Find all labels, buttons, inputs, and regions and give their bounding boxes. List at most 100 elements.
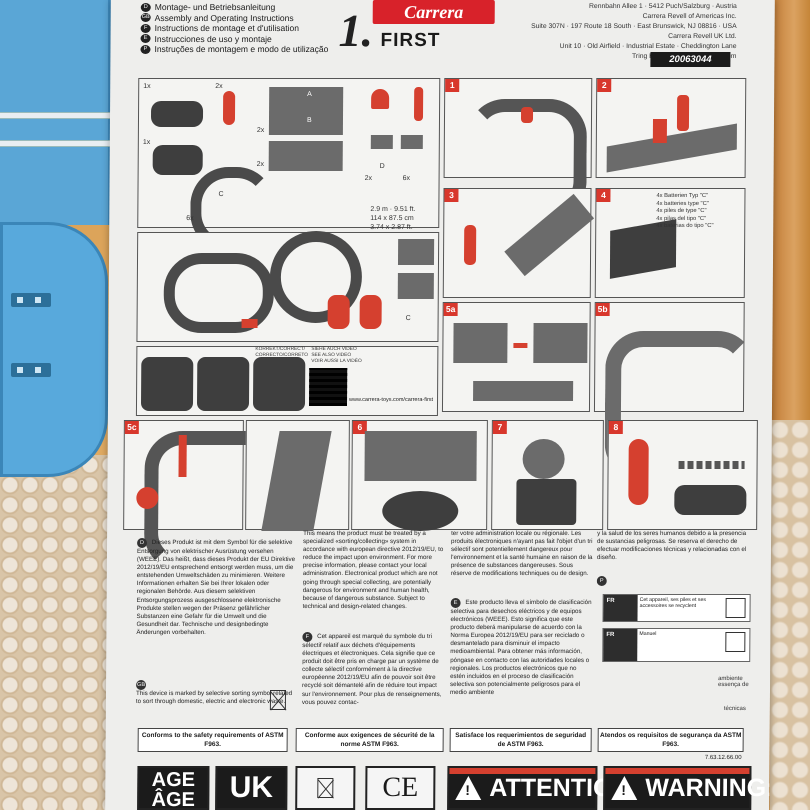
battery-cover-illustration [382, 491, 459, 531]
text-spanish: E Este producto lleva el símbolo de clas… [449, 598, 592, 696]
connector-part [400, 135, 423, 149]
layout-dimensions: 2.9 m · 9.51 ft. 114 x 87.5 cm 3.74 x 2.… [370, 206, 416, 231]
connection-highlight [520, 107, 534, 123]
wooden-surface [770, 0, 810, 420]
step-2-panel: 2 [595, 78, 747, 178]
step-badge: 7 [492, 421, 507, 434]
sticker-sheet-illustration [453, 323, 508, 363]
step-5c-detail-panel [245, 420, 350, 531]
astm-notice-en: Conforms to the safety requirements of A… [137, 728, 288, 752]
logo-number: 1. [338, 5, 374, 56]
guide-post-part [178, 435, 187, 477]
step-5b-panel: 5b [593, 302, 756, 481]
controller-illustration [222, 91, 236, 125]
controller-illustration [628, 439, 649, 505]
step-6-panel: 6 [351, 420, 488, 531]
lane-change-part [359, 295, 382, 329]
step-5c-panel: 5c [123, 420, 285, 571]
step-badge: 8 [608, 421, 623, 434]
step-badge: 5a [443, 303, 458, 316]
video-note: SIEHE AUCH VIDEO SEE ALSO VIDEO VOIR AUS… [311, 347, 362, 364]
track-rail [0, 140, 112, 147]
race-car-illustration [150, 101, 204, 127]
text-french-2: ter votre administration locale ou régio… [450, 530, 593, 578]
track-slot [11, 363, 51, 377]
car-grille-illustration [516, 479, 577, 525]
astm-notice-fr: Conforme aux exigences de sécurité de la… [295, 728, 444, 752]
weee-symbol-box [295, 766, 356, 810]
race-car-illustration [674, 485, 747, 515]
recycle-bin-icon [725, 632, 746, 652]
car-incorrect-illustration [196, 357, 250, 411]
track-layout-panel: 2.9 m · 9.51 ft. 114 x 87.5 cm 3.74 x 2.… [136, 206, 440, 342]
correct-usage-panel: KORREKT/CORRECT/ CORRECTO/CORRETO SIEHE … [135, 346, 439, 416]
race-car-illustration [152, 145, 203, 175]
step-badge: 1 [445, 79, 460, 92]
track-slot [11, 293, 51, 307]
blue-track-piece [0, 0, 112, 225]
step-1-panel: 1 [443, 78, 593, 219]
step-badge: 4 [596, 189, 611, 202]
age-warning-box: AGE ÂGE [137, 766, 210, 810]
straight-track-illustration [268, 87, 344, 135]
guide-post-part [413, 87, 424, 121]
text-french: F Cet appareil est marqué du symbole du … [301, 632, 442, 706]
step-badge: 5b [595, 303, 610, 316]
video-qr-code[interactable] [308, 368, 348, 406]
carrera-logo: Carrera [372, 0, 495, 24]
power-unit-illustration [364, 431, 477, 481]
bubble-wrap-right [770, 420, 810, 810]
step-8-panel: 8 [607, 420, 758, 530]
motion-arrow [678, 461, 745, 469]
ce-mark-box: CE [365, 766, 436, 810]
text-spanish-2: y la salud de los seres humanos debido a… [596, 530, 747, 562]
battery-info: 4x Batterien Typ "C" 4x batteries type "… [656, 193, 714, 229]
video-url[interactable]: www.carrera-toys.com/carrera-first [349, 397, 434, 403]
sticker-sheet-illustration [533, 323, 588, 363]
step-5a-panel: 5a [441, 302, 591, 412]
sticker-placement [473, 381, 574, 401]
recycling-row: FR Cet appareil, ses piles et ses access… [602, 594, 751, 622]
step-4-panel: 4 4x Batterien Typ "C" 4x batteries type… [594, 188, 746, 298]
connector-part [370, 135, 393, 149]
detail-thumbnail [397, 239, 435, 265]
track-piece-illustration [504, 193, 595, 277]
lane-change-part [136, 487, 159, 509]
controller-illustration [463, 225, 477, 265]
track-close-up [261, 431, 332, 531]
lane-change-part [371, 89, 390, 109]
print-code: 7.63.12.66.00 [704, 755, 742, 761]
step-badge: 3 [444, 189, 459, 202]
part-number: 20063044 [650, 52, 731, 67]
astm-notice-pt: Atendos os requisitos de segurança da AS… [597, 728, 744, 752]
step-badge: 2 [597, 79, 612, 92]
driver-figure [522, 439, 565, 479]
first-logo: FIRST [380, 30, 441, 51]
recycling-row: FR Manuel [602, 628, 751, 662]
uk-mark-box: UK [215, 766, 288, 810]
weee-bin-icon [269, 690, 287, 710]
guard-rail-piece [652, 119, 667, 143]
step-7-panel: 7 [491, 420, 604, 530]
straight-track-illustration [268, 141, 343, 171]
attention-box: ! ATTENTION: [447, 766, 639, 810]
weee-bin-icon [317, 778, 334, 798]
blue-curve-track [0, 222, 108, 477]
step-3-panel: 3 [442, 188, 595, 298]
astm-notice-es: Satisface los requerimientos de segurida… [449, 728, 592, 752]
detail-thumbnail [397, 273, 434, 299]
text-german: D Dieses Produkt ist mit dem Symbol für … [136, 538, 296, 636]
lane-marker [676, 95, 690, 131]
step-badge: 5c [124, 421, 139, 434]
text-portuguese-head: P [596, 576, 637, 592]
track-section-illustration [606, 123, 737, 173]
car-incorrect-illustration [140, 357, 194, 411]
text-english-2: This means the product must be treated b… [302, 530, 444, 610]
